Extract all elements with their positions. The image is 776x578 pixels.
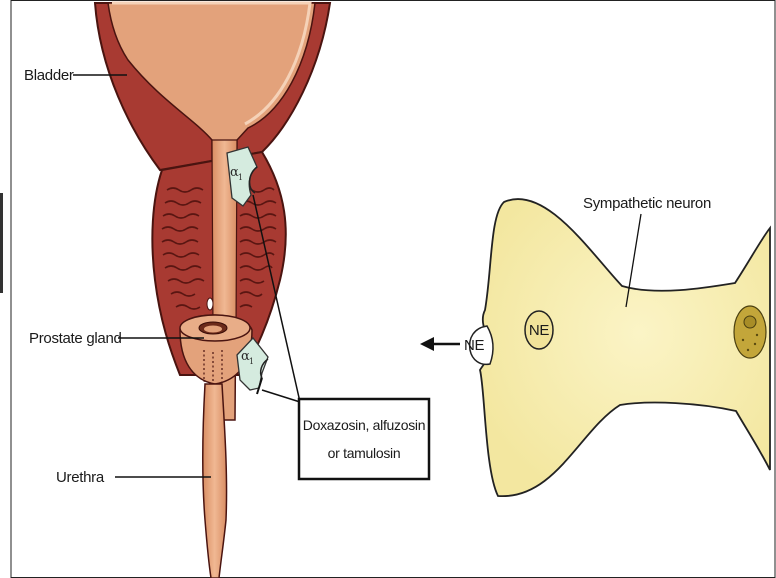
prostate-gland — [152, 140, 285, 384]
edge-marker — [0, 193, 3, 293]
drug-label-line2: or tamulosin — [328, 445, 401, 461]
ne-released-label: NE — [464, 337, 485, 354]
sympathetic-neuron: NE Sympathetic neuron — [470, 195, 770, 496]
receptor-lower-subscript: 1 — [249, 357, 254, 366]
arrow-left-icon — [420, 337, 434, 351]
ne-release: NE — [420, 337, 485, 354]
urethra-label: Urethra — [56, 469, 105, 486]
receptor-upper-subscript: 1 — [238, 173, 243, 182]
granule — [734, 306, 766, 358]
ne-vesicle-label: NE — [529, 322, 550, 339]
neuron-label: Sympathetic neuron — [583, 195, 711, 212]
bladder-label: Bladder — [24, 67, 74, 84]
prostate-label: Prostate gland — [29, 330, 122, 347]
urethra — [203, 384, 227, 578]
drug-label-line1: Doxazosin, alfuzosin — [303, 417, 425, 433]
